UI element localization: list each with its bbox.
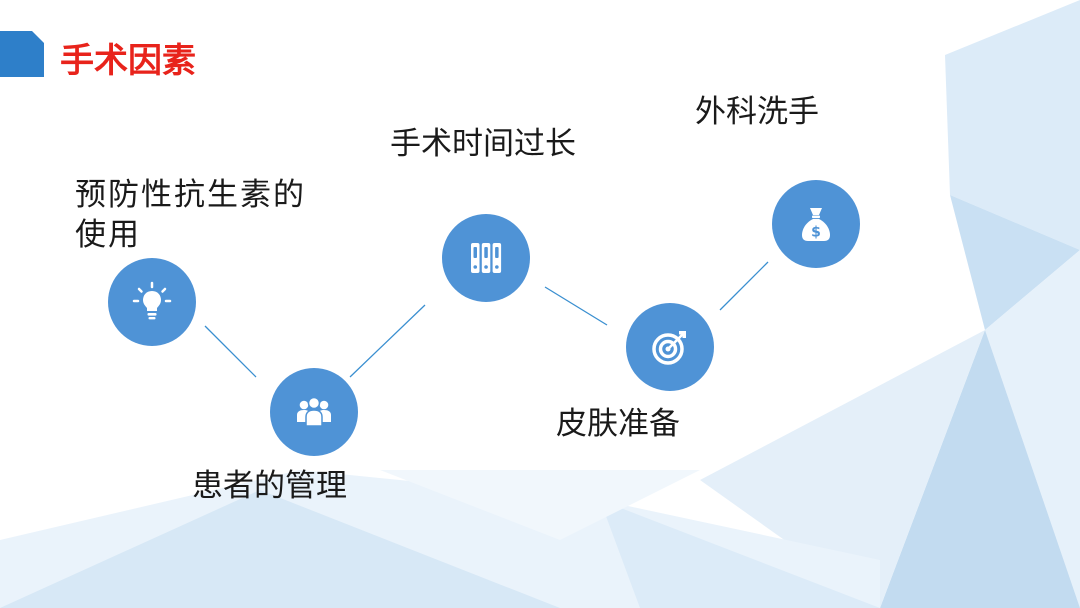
decor-shape	[380, 470, 700, 540]
connector-line	[204, 325, 257, 378]
target-icon	[652, 331, 686, 365]
step-node-long-surgery	[442, 214, 530, 302]
title-accent-mark	[0, 31, 44, 77]
svg-text:$: $	[811, 225, 821, 241]
decor-shape	[600, 500, 880, 608]
connector-line	[719, 261, 769, 311]
decor-shape	[945, 0, 1080, 250]
step-node-hand-washing: $	[772, 180, 860, 268]
step-label-hand-washing: 外科洗手	[695, 94, 819, 130]
step-label-long-surgery: 手术时间过长	[390, 126, 576, 162]
decor-shape	[700, 330, 985, 608]
connector-line	[349, 304, 426, 378]
lightbulb-icon	[132, 281, 172, 320]
step-node-skin-prep	[626, 303, 714, 391]
decor-shape	[880, 330, 1080, 608]
step-node-patient-management	[270, 368, 358, 456]
step-label-antibiotics: 预防性抗生素的使用	[75, 177, 306, 253]
people-group-icon	[297, 396, 331, 427]
step-node-antibiotics	[108, 258, 196, 346]
decor-shape	[985, 250, 1080, 608]
step-label-skin-prep: 皮肤准备	[556, 406, 680, 442]
step-label-patient-management: 患者的管理	[192, 468, 347, 504]
binders-icon	[471, 243, 502, 273]
money-bag-icon: $	[802, 208, 830, 241]
connector-line	[544, 286, 608, 326]
decor-shape	[0, 490, 560, 608]
decor-shape	[950, 195, 1080, 330]
page-title: 手术因素	[60, 41, 196, 81]
